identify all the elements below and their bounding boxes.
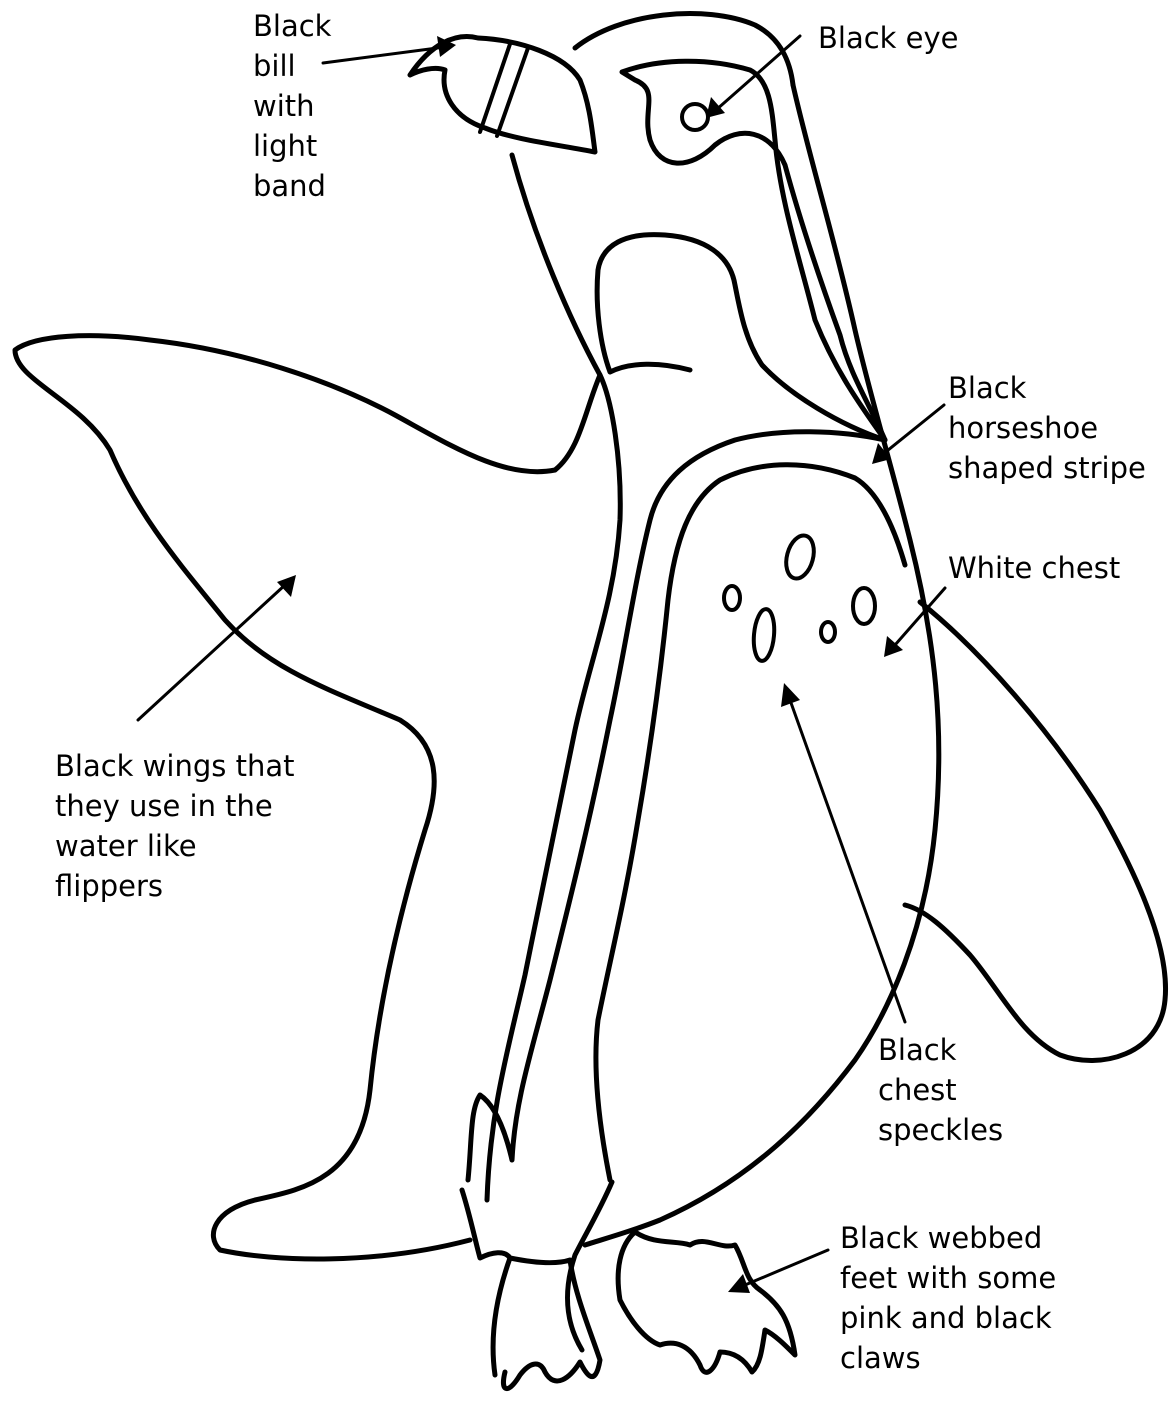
chest-speckle bbox=[782, 532, 819, 581]
label-white-chest: White chest bbox=[948, 548, 1120, 588]
left-foot bbox=[503, 1258, 600, 1389]
pointer-chest bbox=[884, 588, 945, 657]
label-black-wings: Black wings that they use in the water l… bbox=[55, 746, 294, 906]
pointer-eye bbox=[706, 36, 800, 118]
penguin-eye bbox=[682, 104, 708, 130]
label-chest-speckles: Black chest speckles bbox=[878, 1030, 1003, 1150]
pointer-speckles bbox=[781, 683, 905, 1022]
label-black-eye: Black eye bbox=[818, 18, 959, 58]
pointer-wings bbox=[138, 575, 296, 720]
penguin-bill bbox=[410, 37, 595, 152]
chest-speckle bbox=[821, 622, 835, 642]
chest-speckle bbox=[752, 608, 776, 662]
right-foot bbox=[618, 1232, 795, 1372]
pointer-bill bbox=[323, 36, 456, 63]
chest-speckle bbox=[724, 586, 740, 610]
horseshoe-stripe-inner bbox=[596, 465, 905, 1180]
right-flipper bbox=[905, 602, 1166, 1060]
penguin-head-outline bbox=[575, 14, 793, 85]
eye-patch-outline bbox=[622, 61, 885, 440]
label-black-bill: Black bill with light band bbox=[253, 6, 331, 206]
label-webbed-feet: Black webbed feet with some pink and bla… bbox=[840, 1218, 1056, 1378]
chest-speckle bbox=[853, 588, 875, 624]
label-horseshoe-stripe: Black horseshoe shaped stripe bbox=[948, 368, 1146, 488]
left-leg bbox=[462, 1190, 510, 1375]
bill-light-band bbox=[480, 44, 528, 136]
